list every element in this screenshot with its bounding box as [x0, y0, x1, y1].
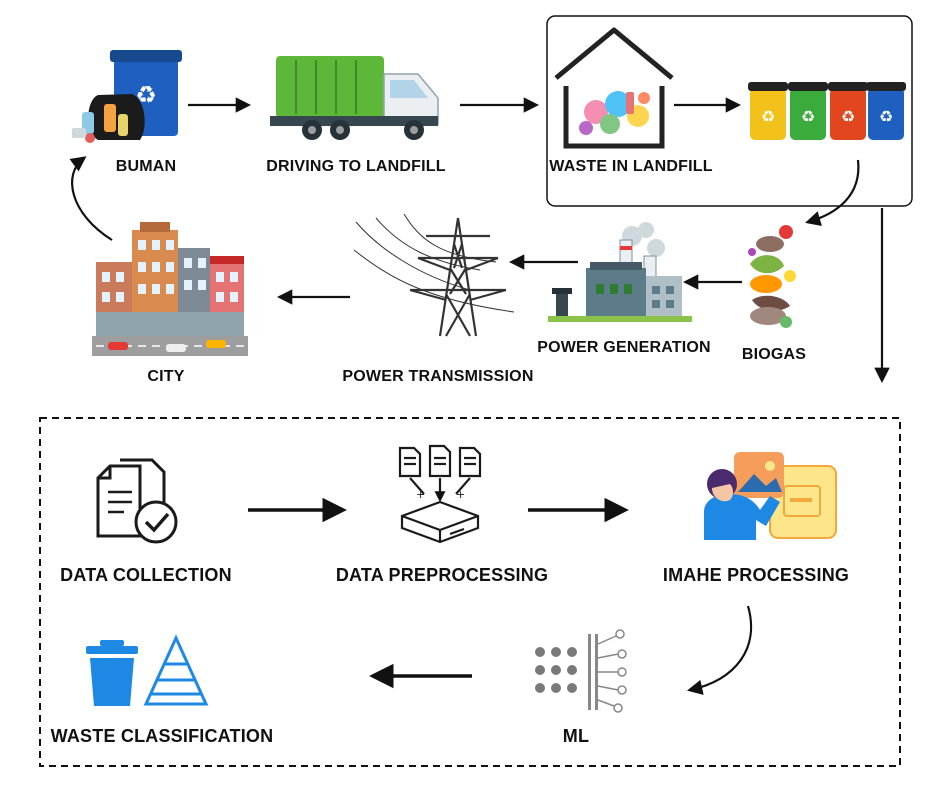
label-power-generation: POWER GENERATION	[537, 339, 711, 356]
image-processing-icon	[704, 452, 837, 540]
arrow-city-to-human	[69, 156, 113, 241]
data-preprocessing-icon: + +	[398, 444, 482, 544]
svg-text:♻: ♻	[801, 107, 815, 126]
label-city: CITY	[147, 368, 185, 385]
label-driving-to-landfill: DRIVING TO LANDFILL	[266, 158, 446, 175]
city-icon	[92, 222, 248, 356]
transmission-tower-icon	[353, 213, 515, 337]
ml-pipeline-frame	[39, 417, 901, 767]
landfill-house-icon	[554, 27, 674, 149]
trash-bin-icon: ♻	[72, 50, 182, 143]
svg-text:♻: ♻	[135, 81, 157, 109]
label-waste-classification: WASTE CLASSIFICATION	[50, 726, 274, 746]
svg-text:♻: ♻	[841, 107, 855, 126]
power-plant-icon	[548, 222, 692, 322]
svg-text:♻: ♻	[879, 107, 893, 126]
label-waste-in-landfill: WASTE IN LANDFILL	[549, 158, 713, 175]
flow-arrows	[69, 97, 890, 695]
label-biogas: BIOGAS	[741, 346, 807, 363]
landfill-frame	[546, 15, 913, 207]
svg-text:+: +	[456, 488, 465, 501]
label-human: BUMAN	[115, 158, 177, 175]
svg-text:♻: ♻	[761, 107, 775, 126]
arrow-bins-to-biogas	[805, 159, 860, 227]
document-check-icon	[96, 458, 178, 544]
organic-waste-icon	[748, 225, 796, 328]
ml-network-icon	[535, 629, 627, 713]
waste-classification-icon	[86, 634, 209, 706]
label-ml: ML	[562, 726, 590, 746]
label-data-collection: DATA COLLECTION	[60, 565, 232, 585]
garbage-truck-icon	[270, 56, 439, 140]
svg-text:+: +	[416, 488, 425, 501]
label-data-preprocessing: DATA PREPROCESSING	[335, 565, 549, 585]
recycling-bins-icon: ♻ ♻ ♻ ♻	[748, 82, 906, 140]
label-image-processing: IMAHE PROCESSING	[662, 565, 850, 585]
arrow-image-to-ml	[686, 605, 753, 695]
label-power-transmission: POWER TRANSMISSION	[342, 368, 534, 385]
